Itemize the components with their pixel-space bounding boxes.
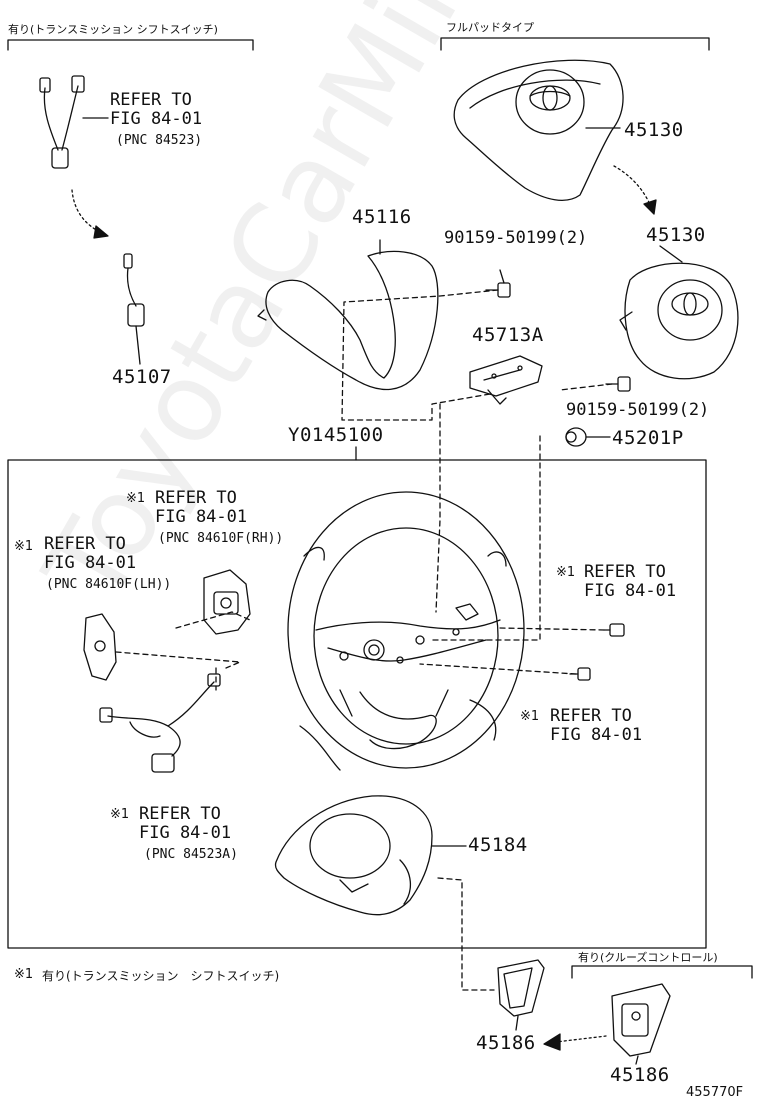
ref-right-upper-line1: REFER TO (584, 562, 666, 582)
part-90159-lower[interactable]: 90159-50199(2) (566, 400, 710, 420)
ref-right-lower-line1: REFER TO (550, 706, 632, 726)
flow-arrow-right (613, 165, 657, 215)
ref-right-upper-line2: FIG 84-01 (584, 581, 677, 601)
ref-top-line3: (PNC 84523) (116, 133, 203, 148)
bolt-mid-right (603, 623, 625, 637)
bracket-45713A (469, 355, 543, 405)
part-45130-upper[interactable]: 45130 (624, 119, 684, 141)
ref-right-lower-line2: FIG 84-01 (550, 725, 643, 745)
option-bracket-cruise (571, 965, 753, 979)
shift-switch-harness (39, 75, 109, 169)
ref-lh-line2: FIG 84-01 (44, 553, 137, 573)
ref-harness-line1: REFER TO (139, 804, 221, 824)
part-45184[interactable]: 45184 (468, 834, 528, 856)
ref-harness-mark: ※1 (110, 807, 130, 822)
part-45116[interactable]: 45116 (352, 206, 412, 228)
option-label-shift-switch: 有り(トランスミッション シフトスイッチ) (8, 23, 218, 36)
ref-harness-line2: FIG 84-01 (139, 823, 232, 843)
connector-45107 (123, 253, 145, 365)
figure-id: 455770F (686, 1085, 744, 1100)
bolt-upper (485, 269, 511, 298)
part-45186-right[interactable]: 45186 (610, 1064, 670, 1086)
ref-harness-line3: (PNC 84523A) (144, 847, 238, 862)
ref-right-upper-mark: ※1 (556, 565, 576, 580)
footnote-mark: ※1 (14, 967, 34, 982)
cap-45201P (565, 427, 611, 447)
part-90159-upper[interactable]: 90159-50199(2) (444, 228, 588, 248)
airbag-pad-lower (619, 245, 739, 380)
ref-right-lower-mark: ※1 (520, 709, 540, 724)
footnote-text: 有り(トランスミッション シフトスイッチ) (42, 969, 280, 983)
flow-arrow-left (71, 189, 109, 239)
bolt-mid-lower (569, 667, 591, 681)
part-45130-lower[interactable]: 45130 (646, 224, 706, 246)
ref-rh-mark: ※1 (126, 491, 146, 506)
ref-rh-line3: (PNC 84610F(RH)) (158, 531, 284, 546)
part-45201P[interactable]: 45201P (612, 427, 684, 449)
ref-lh-line3: (PNC 84610F(LH)) (46, 577, 172, 592)
option-label-cruise: 有り(クルーズコントロール) (578, 951, 718, 964)
dashed-relations-upper (341, 289, 613, 641)
part-45186-left[interactable]: 45186 (476, 1032, 536, 1054)
ref-lh-mark: ※1 (14, 539, 34, 554)
switch-lh (83, 613, 117, 681)
airbag-pad-upper (453, 59, 624, 201)
option-label-full-pad: フルパッドタイプ (446, 21, 534, 34)
option-bracket-full-pad (440, 37, 710, 51)
ref-lh-line1: REFER TO (44, 534, 126, 554)
bolt-right (605, 376, 631, 392)
option-bracket-shift-switch (7, 39, 254, 51)
assembly-frame (7, 459, 707, 949)
lower-cover-45184 (274, 795, 467, 916)
bezel-45186-a (497, 959, 545, 1031)
part-45713A[interactable]: 45713A (472, 324, 544, 346)
dashed-relations-lower (437, 877, 495, 991)
spiral-harness-84523A (99, 673, 221, 773)
switch-rh (203, 569, 251, 635)
part-45107[interactable]: 45107 (112, 366, 172, 388)
part-Y0145100[interactable]: Y0145100 (288, 424, 384, 446)
ref-rh-line1: REFER TO (155, 488, 237, 508)
ref-top-line1: REFER TO (110, 90, 192, 110)
lower-cover-45116 (257, 239, 439, 391)
ref-top-line2: FIG 84-01 (110, 109, 203, 129)
ref-rh-line2: FIG 84-01 (155, 507, 248, 527)
bezel-45186-b (611, 983, 671, 1065)
steering-wheel (287, 491, 525, 771)
flow-arrow-bottom (543, 1033, 607, 1051)
dashed-relations-middle (115, 611, 605, 691)
